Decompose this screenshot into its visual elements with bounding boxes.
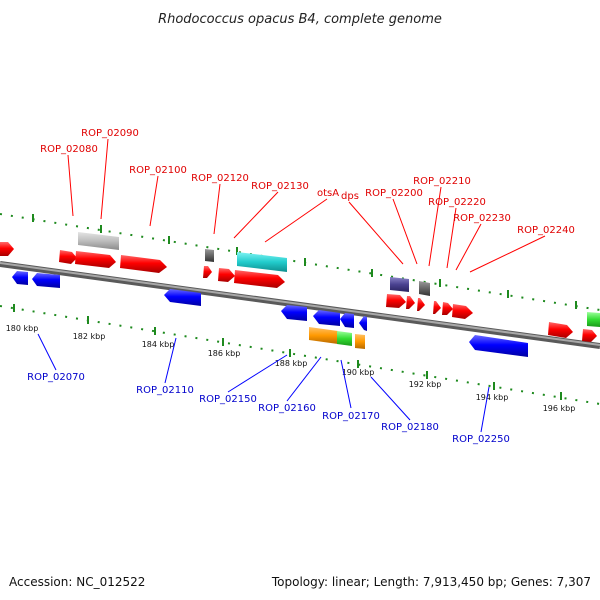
gene-label[interactable]: ROP_02160: [258, 403, 316, 414]
gene-arrow[interactable]: [386, 294, 406, 308]
gene-arrow[interactable]: [469, 335, 528, 357]
reverse-strand-other-features: [309, 327, 365, 349]
gene-label[interactable]: ROP_02240: [517, 225, 575, 236]
scale-label: 184 kbp: [142, 340, 175, 349]
gene-label[interactable]: ROP_02220: [428, 197, 486, 208]
forward-strand-genes: [0, 242, 597, 342]
forward-gene-labels: ROP_02080 ROP_02090 ROP_02100 ROP_02120 …: [40, 128, 575, 236]
reverse-strand-genes: [12, 271, 528, 357]
gene-arrow[interactable]: [281, 305, 307, 321]
gene-label[interactable]: dps: [341, 191, 359, 202]
map-title: Rhodococcus opacus B4, complete genome: [158, 12, 442, 27]
scale-label: 190 kbp: [342, 368, 375, 377]
gene-label[interactable]: ROP_02250: [452, 434, 510, 445]
gene-label[interactable]: ROP_02170: [322, 411, 380, 422]
gene-arrow[interactable]: [12, 271, 28, 285]
gene-block-dark[interactable]: [205, 249, 214, 262]
scale-labels: 180 kbp 182 kbp 184 kbp 186 kbp 188 kbp …: [6, 324, 576, 413]
forward-label-connectors: [67, 138, 546, 273]
gene-arrow[interactable]: [582, 329, 597, 342]
accession-text: Accession: NC_012522: [9, 575, 145, 589]
gene-label[interactable]: ROP_02150: [199, 394, 257, 405]
gene-arrow[interactable]: [164, 289, 201, 306]
gene-block-green[interactable]: [587, 312, 600, 327]
gene-arrow[interactable]: [0, 242, 14, 256]
gene-label[interactable]: ROP_02110: [136, 385, 194, 396]
gene-arrow[interactable]: [75, 251, 116, 268]
gene-block-dark[interactable]: [419, 281, 430, 296]
scale-label: 196 kbp: [543, 404, 576, 413]
gene-arrow[interactable]: [340, 313, 354, 328]
scale-label: 180 kbp: [6, 324, 39, 333]
gene-arrow[interactable]: [433, 301, 441, 314]
gene-arrow[interactable]: [32, 273, 60, 288]
lower-major-ticks: [13, 304, 562, 400]
gene-arrow[interactable]: [442, 302, 453, 315]
gene-arrow[interactable]: [234, 270, 285, 288]
gene-arrow[interactable]: [406, 296, 415, 309]
gene-arrow[interactable]: [59, 250, 77, 264]
gene-arrow[interactable]: [548, 322, 573, 338]
scale-label: 192 kbp: [409, 380, 442, 389]
gene-label[interactable]: ROP_02120: [191, 173, 249, 184]
gene-arrow[interactable]: [203, 266, 212, 278]
reverse-gene-labels: ROP_02070 ROP_02110 ROP_02150 ROP_02160 …: [27, 372, 510, 445]
forward-strand-other-features: [78, 232, 600, 327]
genome-backbone: [0, 261, 600, 349]
gene-label[interactable]: ROP_02070: [27, 372, 85, 383]
gene-label[interactable]: ROP_02090: [81, 128, 139, 139]
gene-block-orange[interactable]: [309, 327, 338, 344]
gene-block-cyan[interactable]: [237, 252, 287, 272]
upper-dotted-track: [0, 213, 600, 311]
reverse-label-connectors: [37, 333, 490, 433]
scale-label: 194 kbp: [476, 393, 509, 402]
gene-label[interactable]: ROP_02230: [453, 213, 511, 224]
gene-arrow[interactable]: [417, 298, 425, 311]
gene-label[interactable]: ROP_02100: [129, 165, 187, 176]
scale-label: 182 kbp: [73, 332, 106, 341]
scale-label: 186 kbp: [208, 349, 241, 358]
gene-arrow[interactable]: [359, 316, 367, 331]
gene-block-green[interactable]: [337, 331, 352, 346]
gene-arrow[interactable]: [120, 255, 167, 273]
gene-block-purple[interactable]: [390, 277, 409, 292]
gene-block-grey[interactable]: [78, 232, 119, 250]
gene-arrow[interactable]: [313, 310, 340, 326]
genome-stats-text: Topology: linear; Length: 7,913,450 bp; …: [271, 575, 591, 589]
gene-arrow[interactable]: [452, 304, 473, 319]
gene-arrow[interactable]: [218, 268, 235, 282]
gene-label[interactable]: ROP_02180: [381, 422, 439, 433]
gene-label[interactable]: ROP_02130: [251, 181, 309, 192]
gene-block-orange[interactable]: [355, 334, 365, 349]
gene-label[interactable]: ROP_02200: [365, 188, 423, 199]
scale-label: 188 kbp: [275, 359, 308, 368]
gene-label[interactable]: ROP_02080: [40, 144, 98, 155]
gene-label[interactable]: otsA: [317, 188, 339, 199]
lower-dotted-track: [0, 305, 600, 405]
gene-label[interactable]: ROP_02210: [413, 176, 471, 187]
